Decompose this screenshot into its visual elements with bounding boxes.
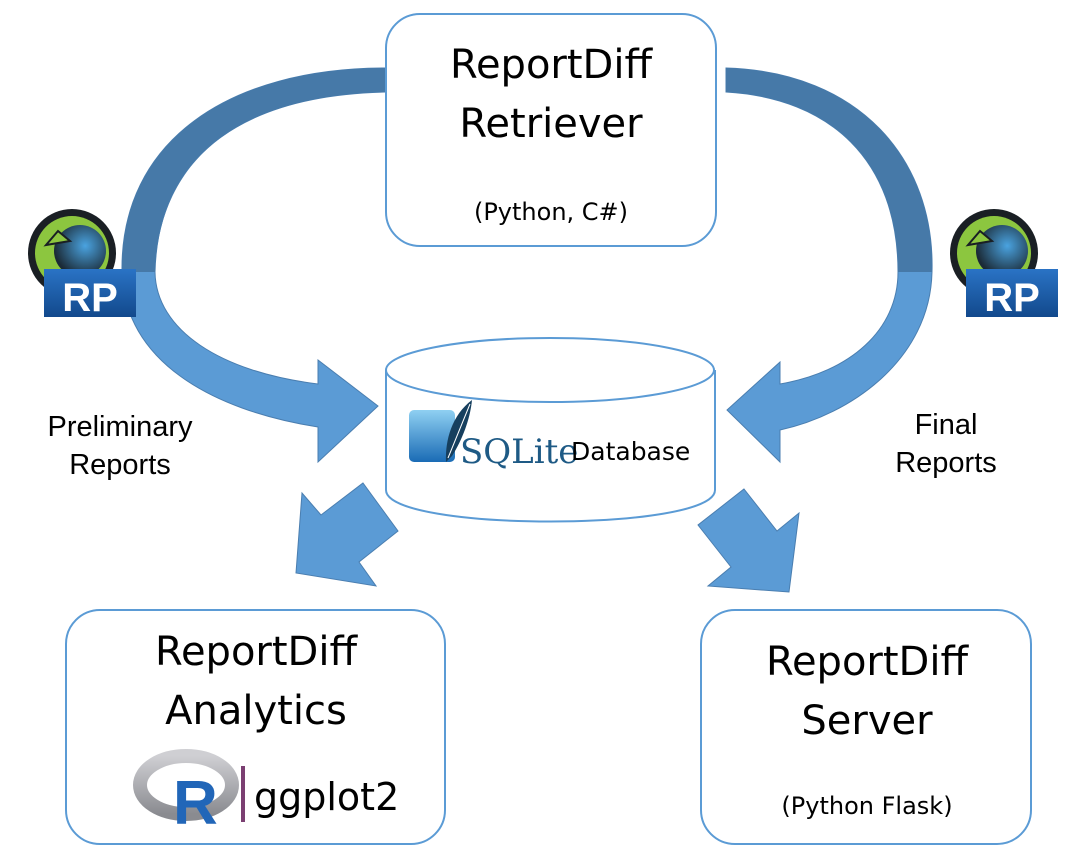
analytics-title-line2: Analytics [165,688,347,734]
preliminary-label-line2: Reports [69,449,171,481]
retriever-title-line2: Retriever [459,101,643,147]
arrow-left-body [121,67,387,464]
server-subtitle: (Python Flask) [781,792,952,820]
preliminary-reports-arrow [121,67,387,464]
final-reports-arrow [725,67,933,464]
rp-left-text: RP [62,276,118,320]
logo-separator [241,766,245,822]
rp-icon-left: RP [28,209,136,320]
arrow-to-analytics [295,482,399,587]
server-box [700,609,1032,845]
analytics-box [65,609,446,845]
retriever-subtitle: (Python, C#) [474,198,628,226]
r-logo-letter: R [173,769,218,838]
arrow-left-top-band [121,68,386,272]
sqlite-logo-icon [409,400,472,462]
ggplot2-label: ggplot2 [254,775,399,819]
server-node: ReportDiff Server (Python Flask) [700,609,1032,845]
database-label: Database [571,437,690,466]
database-node: SQLite Database [385,337,716,523]
rp-icon-right: RP [950,209,1058,320]
arrow-right-top-band [726,68,933,272]
database-cylinder-top [385,337,715,403]
analytics-title-line1: ReportDiff [155,629,359,675]
retriever-title-line1: ReportDiff [450,42,654,88]
preliminary-label-line1: Preliminary [47,411,193,443]
final-label-line1: Final [915,409,978,441]
final-label-line2: Reports [895,447,997,479]
sqlite-logo-text: SQLite [460,432,578,472]
analytics-node: ReportDiff Analytics R ggplot2 [65,609,446,845]
server-title-line1: ReportDiff [766,639,970,685]
retriever-node: ReportDiff Retriever (Python, C#) [385,13,717,247]
arrow-to-server [697,488,800,593]
rp-right-text: RP [984,276,1040,320]
retriever-box [385,13,717,247]
server-title-line2: Server [801,698,933,744]
r-logo-icon: R [133,749,239,838]
